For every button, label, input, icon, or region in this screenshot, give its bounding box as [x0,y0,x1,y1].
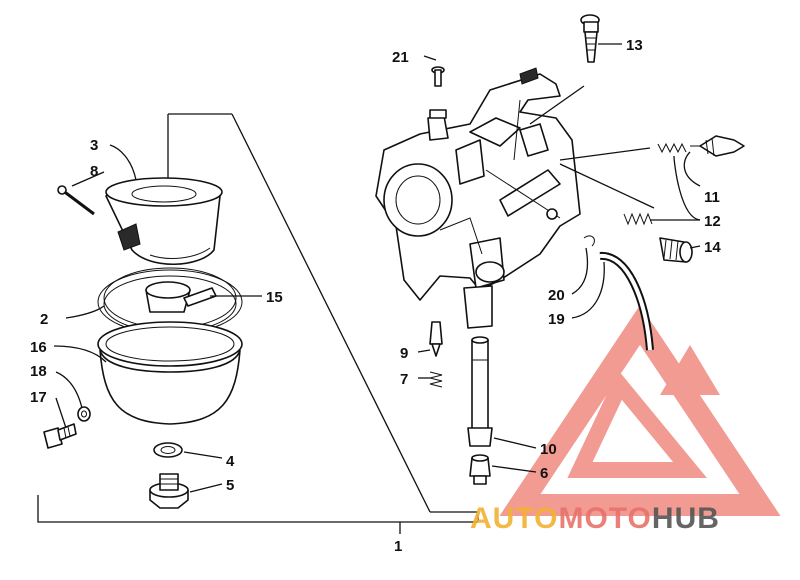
callout-12: 12 [704,213,721,230]
callout-8: 8 [90,163,98,180]
callout-11: 11 [704,189,720,206]
callout-17: 17 [30,389,47,406]
bowl-washer-part [153,442,183,458]
washer-part [77,406,91,422]
watermark-text: AUTOMOTOHUB [470,502,720,535]
emulsion-tube-part [467,336,493,447]
idle-screw-part [580,14,600,63]
fuel-hose-part [599,252,654,351]
callout-18: 18 [30,363,47,380]
callout-19: 19 [548,311,565,328]
watermark-logo [499,305,781,516]
callout-3: 3 [90,137,98,154]
callout-10: 10 [540,441,557,458]
float-needle-part [429,321,443,357]
callout-9: 9 [400,345,408,362]
watermark-moto: MOTO [558,502,651,535]
pin-part [57,185,95,216]
spring-lower-part [623,212,653,226]
screw-part [43,423,77,449]
callout-20: 20 [548,287,565,304]
needle-spring-part [429,371,443,388]
callout-14: 14 [704,239,721,256]
hose-clip-part [583,235,595,247]
top-screw-part [431,66,445,87]
callout-1: 1 [394,538,402,555]
spring-upper-part [657,142,687,154]
watermark-auto: AUTO [470,502,558,535]
callout-15: 15 [266,289,283,306]
callout-7: 7 [400,371,408,388]
float-cover-part [105,177,223,266]
float-bowl-part [97,321,243,425]
callout-13: 13 [626,37,643,54]
callout-21: 21 [392,49,409,66]
callout-16: 16 [30,339,47,356]
carburetor-body-part [375,67,581,329]
callout-6: 6 [540,465,548,482]
callout-labels: 1 2 3 4 5 6 7 8 9 10 11 12 13 14 15 16 1… [30,37,721,555]
svg-text:AUTOMOTOHUB: AUTOMOTOHUB [470,502,720,535]
drain-bolt-part [149,473,189,509]
watermark-hub: HUB [652,502,720,535]
leader-lines [53,43,701,493]
main-jet-part [469,454,491,485]
mixture-needle-part [690,135,745,157]
pilot-screw-part [659,237,693,263]
callout-4: 4 [226,453,235,470]
callout-2: 2 [40,311,48,328]
callout-5: 5 [226,477,234,494]
